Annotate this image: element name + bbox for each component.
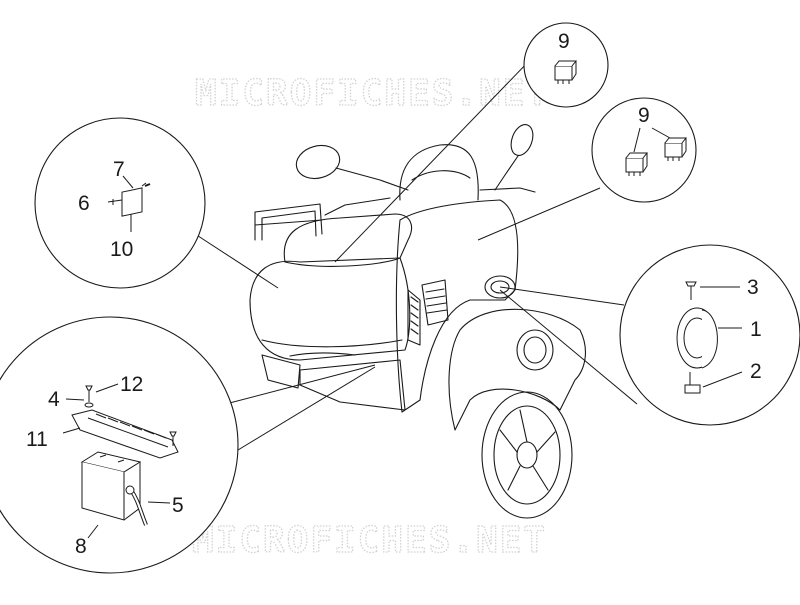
horn-icon xyxy=(676,307,718,394)
callout-2: 2 xyxy=(750,360,762,383)
screw-icon xyxy=(84,385,177,446)
relay-icon xyxy=(664,137,688,161)
watermark-bottom: MICROFICHES.NET xyxy=(192,520,547,561)
rear-body xyxy=(249,257,411,361)
detail-horn: 3 1 2 xyxy=(619,244,800,426)
headset xyxy=(399,144,479,201)
callout-4: 4 xyxy=(48,388,60,411)
left-mirror-arm xyxy=(335,167,409,191)
relay-icon xyxy=(625,152,649,176)
callout-7: 7 xyxy=(113,158,125,181)
callout-9-right: 9 xyxy=(638,104,650,127)
regulator-icon xyxy=(121,182,147,217)
detail-relay-pair: 9 xyxy=(591,97,697,203)
callout-9-top: 9 xyxy=(558,30,570,53)
callout-5: 5 xyxy=(172,494,184,517)
detail-regulator: 7 6 10 xyxy=(34,117,206,289)
bolt-icon xyxy=(685,281,697,300)
watermark-top: MICROFICHES.NET xyxy=(195,73,550,114)
callout-1: 1 xyxy=(750,318,762,341)
side-vents xyxy=(407,289,421,346)
leader-lines xyxy=(191,59,638,451)
detail-relay-top: 9 xyxy=(523,22,609,108)
seat xyxy=(283,213,413,267)
callout-6: 6 xyxy=(78,192,90,215)
callout-12: 12 xyxy=(120,373,143,396)
horn-grille xyxy=(484,275,516,299)
rear-lower-cover xyxy=(261,354,301,389)
right-mirror xyxy=(510,124,534,156)
relay-icon xyxy=(554,60,578,84)
floorboard xyxy=(299,359,406,411)
front-fender xyxy=(448,308,586,431)
callout-10: 10 xyxy=(110,238,133,261)
front-wheel xyxy=(481,391,573,519)
battery-strap-icon xyxy=(71,409,179,459)
detail-battery: 12 4 11 5 8 xyxy=(0,316,239,574)
leg-shield xyxy=(395,199,519,413)
right-mirror-arm xyxy=(494,155,519,191)
callout-3: 3 xyxy=(747,276,759,299)
floor-vents xyxy=(421,279,449,326)
scooter-illustration xyxy=(249,124,586,519)
left-mirror xyxy=(295,144,341,180)
rear-rack xyxy=(254,203,323,241)
right-handlebar xyxy=(479,187,536,193)
headlight xyxy=(516,329,554,371)
left-handlebar xyxy=(324,197,391,216)
callout-11: 11 xyxy=(26,428,48,451)
callout-8: 8 xyxy=(75,535,87,558)
